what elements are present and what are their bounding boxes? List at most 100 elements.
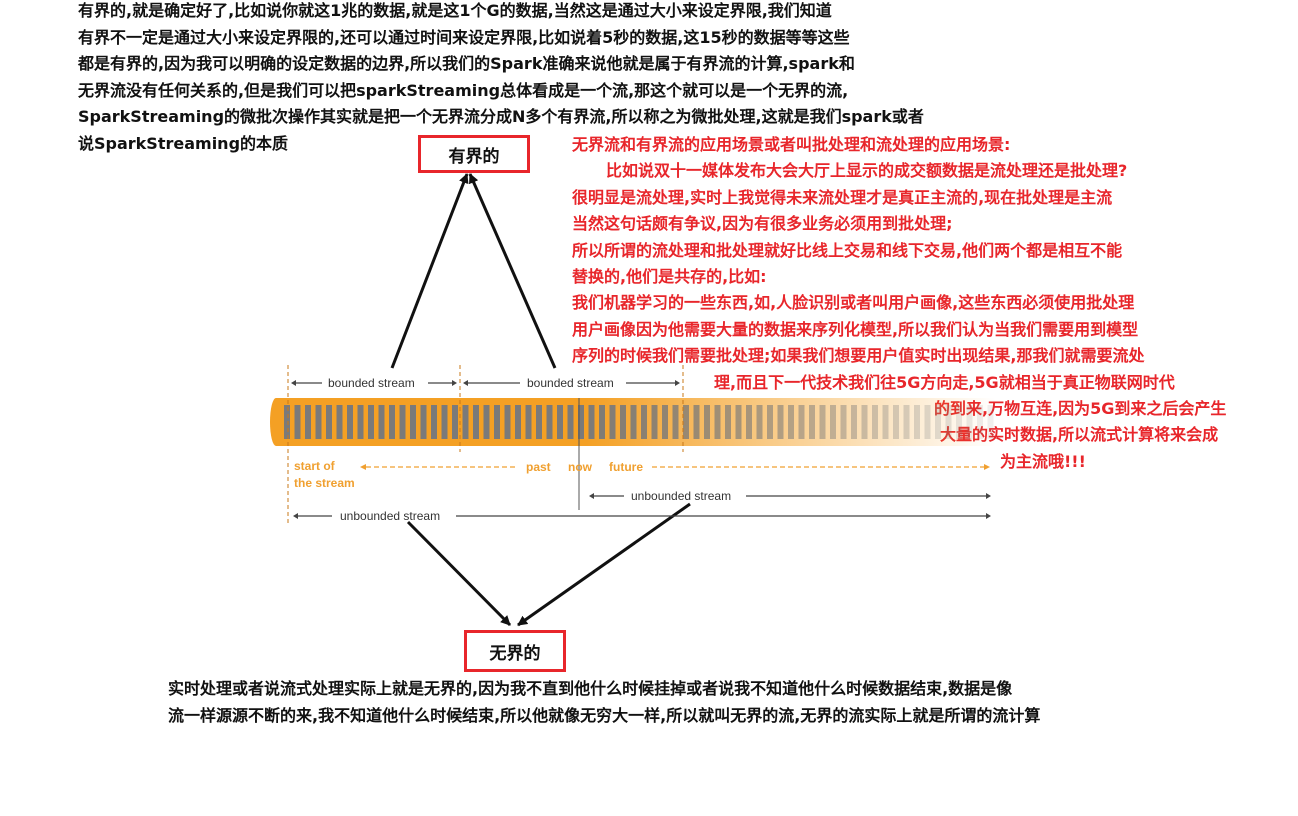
unbounded-explanation-text: 实时处理或者说流式处理实际上就是无界的,因为我不直到他什么时候挂掉或者说我不知道… [168, 676, 1040, 729]
stream-event-bar [357, 405, 364, 439]
stream-event-bar [399, 405, 406, 439]
stream-event-bar [546, 405, 553, 439]
stream-event-bar [599, 405, 605, 439]
stream-cylinder [270, 398, 996, 446]
now-label: now [568, 460, 593, 474]
arrow-to-unbounded-right [517, 502, 691, 627]
stream-event-bar [662, 405, 668, 439]
stream-event-bar [620, 405, 626, 439]
stream-event-bar [609, 405, 616, 439]
stream-event-bar [504, 405, 511, 439]
stream-event-bar [630, 405, 637, 439]
start-label-line1: start of [294, 459, 336, 473]
stream-event-bar [924, 405, 931, 439]
text-line: 大量的实时数据,所以流式计算将来会成 [940, 425, 1219, 445]
stream-event-bar [788, 405, 794, 439]
bounded-label-box: 有界的 [418, 135, 530, 173]
text-line: 说SparkStreaming的本质 [78, 133, 289, 153]
stream-event-bar [294, 405, 301, 439]
stream-event-bar [914, 405, 920, 439]
stream-event-bar [714, 405, 721, 439]
text-line: 实时处理或者说流式处理实际上就是无界的,因为我不直到他什么时候挂掉或者说我不知道… [168, 679, 1013, 698]
stream-event-bar [756, 405, 763, 439]
stream-event-bar [861, 405, 868, 439]
bounded-stream-label-2: bounded stream [527, 376, 614, 390]
stream-event-bar [840, 405, 847, 439]
stream-event-bar [336, 405, 343, 439]
text-line: 为主流哦!!! [1000, 451, 1086, 471]
stream-event-bar [347, 405, 353, 439]
text-line: 用户画像因为他需要大量的数据来序列化模型,所以我们认为当我们需要用到模型 [572, 319, 1139, 339]
stream-event-bar [483, 405, 490, 439]
stream-event-bar [935, 405, 941, 439]
stream-event-bar [557, 405, 563, 439]
stream-event-bar [893, 405, 899, 439]
stream-event-bar [704, 405, 710, 439]
stream-event-bar [536, 405, 542, 439]
stream-event-bar [462, 405, 469, 439]
stream-event-bar [410, 405, 416, 439]
stream-event-bar [693, 405, 700, 439]
bounded-stream-label-1: bounded stream [328, 376, 415, 390]
text-line: 所以所谓的流处理和批处理就好比线上交易和线下交易,他们两个都是相互不能 [572, 240, 1123, 260]
text-line: 比如说双十一媒体发布大会大厅上显示的成交额数据是流处理还是批处理? [606, 161, 1128, 181]
text-line: 都是有界的,因为我可以明确的设定数据的边界,所以我们的Spark准确来说他就是属… [78, 54, 855, 73]
stream-event-bar [903, 405, 910, 439]
past-label: past [526, 460, 551, 474]
text-line: 我们机器学习的一些东西,如,人脸识别或者叫用户画像,这些东西必须使用批处理 [572, 293, 1135, 313]
stream-event-bar [987, 405, 994, 439]
application-scenarios-text: 无界流和有界流的应用场景或者叫批处理和流处理的应用场景: 比如说双十一媒体发布大会… [572, 132, 1226, 475]
stream-event-bar [809, 405, 815, 439]
stream-event-bar [567, 405, 574, 439]
stream-event-bar [431, 405, 437, 439]
text-line: 流一样源源不断的来,我不知道他什么时候结束,所以他就像无穷大一样,所以就叫无界的… [168, 705, 1041, 725]
text-line: 的到来,万物互连,因为5G到来之后会产生 [934, 399, 1227, 419]
stream-event-bar [767, 405, 773, 439]
stream-event-bar [473, 405, 479, 439]
arrow-to-unbounded-left [406, 520, 512, 627]
stream-event-bar [683, 405, 689, 439]
unbounded-stream-label-1: unbounded stream [631, 489, 731, 503]
arrow-to-bounded-right [468, 173, 557, 369]
text-line: 理,而且下一代技术我们往5G方向走,5G就相当于真正物联网时代 [714, 372, 1175, 392]
stream-event-bar [441, 405, 448, 439]
stream-event-bar [494, 405, 500, 439]
future-label: future [609, 460, 643, 474]
unbounded-stream-label-2: unbounded stream [340, 509, 440, 523]
text-line: 替换的,他们是共存的,比如: [572, 267, 767, 287]
stream-event-bar [966, 405, 973, 439]
arrow-to-bounded-left [390, 173, 469, 369]
text-line: 很明显是流处理,实时上我觉得未来流处理才是真正主流的,现在批处理是主流 [572, 187, 1113, 207]
stream-event-bar [777, 405, 784, 439]
stream-event-bar [956, 405, 962, 439]
text-line: 无界流没有任何关系的,但是我们可以把sparkStreaming总体看成是一个流… [78, 80, 849, 100]
stream-event-bar [315, 405, 322, 439]
text-line: 有界不一定是通过大小来设定界限的,还可以通过时间来设定界限,比如说着5秒的数据,… [78, 27, 850, 47]
stream-event-bar [641, 405, 647, 439]
stream-event-bar [515, 405, 521, 439]
stream-event-bar [588, 405, 595, 439]
text-line: 当然这句话颇有争议,因为有很多业务必须用到批处理; [572, 214, 953, 234]
stream-event-bar [746, 405, 752, 439]
stream-event-bar [326, 405, 332, 439]
stream-event-bar [525, 405, 532, 439]
stream-event-bar [284, 405, 290, 439]
stream-event-bar [830, 405, 836, 439]
text-line: SparkStreaming的微批次操作其实就是把一个无界流分成N多个有界流,所… [78, 107, 924, 126]
stream-event-bar [725, 405, 731, 439]
stream-event-bar [798, 405, 805, 439]
stream-event-bar [452, 405, 458, 439]
stream-event-bar [735, 405, 742, 439]
text-line: 序列的时候我们需要批处理;如果我们想要用户值实时出现结果,那我们就需要流处 [572, 346, 1145, 366]
text-line: 无界流和有界流的应用场景或者叫批处理和流处理的应用场景: [572, 135, 1011, 154]
stream-event-bar [578, 405, 584, 439]
text-line: 有界的,就是确定好了,比如说你就这1兆的数据,就是这1个G的数据,当然这是通过大… [78, 1, 832, 20]
stream-event-bar [651, 405, 658, 439]
stream-events [284, 405, 994, 439]
stream-event-bar [945, 405, 952, 439]
stream-event-bar [420, 405, 427, 439]
stream-event-bar [819, 405, 826, 439]
unbounded-label-box: 无界的 [464, 630, 566, 672]
stream-event-bar [368, 405, 374, 439]
